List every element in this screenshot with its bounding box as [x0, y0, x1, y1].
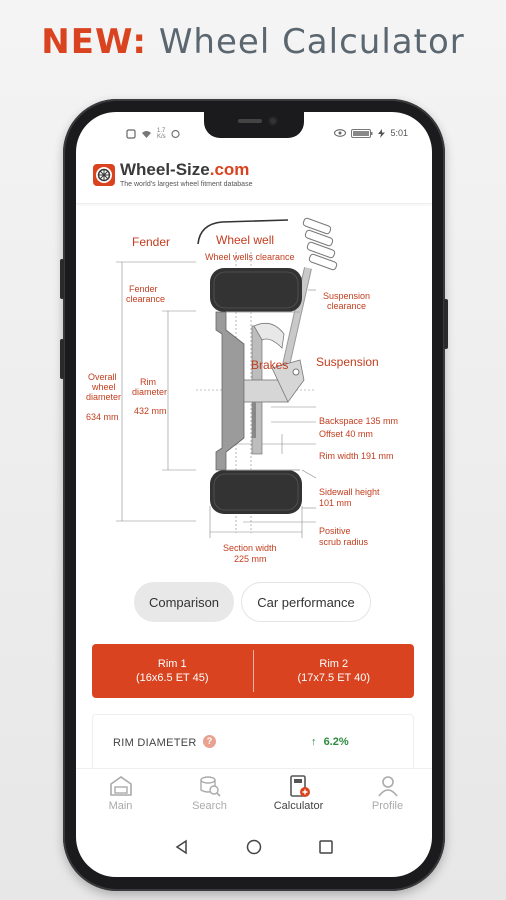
- rim-divider: [252, 650, 254, 692]
- garage-icon: [109, 776, 132, 796]
- logo-text[interactable]: Wheel-Size.com: [120, 160, 250, 179]
- rim-2-spec: (17x7.5 ET 40): [297, 672, 371, 684]
- label-rim-width: Rim width 191 mm: [319, 451, 394, 461]
- comparison-tabs: Comparison Car performance: [76, 582, 432, 622]
- camera: [268, 116, 278, 126]
- eye-icon: [334, 129, 347, 137]
- rim-selector: Rim 1 (16x6.5 ET 45) Rim 2 (17x7.5 ET 40…: [92, 644, 414, 698]
- volume-button: [60, 259, 64, 299]
- rim-1-button[interactable]: Rim 1 (16x6.5 ET 45): [92, 644, 253, 698]
- comparison-value: ↑ 6.2%: [311, 736, 349, 748]
- label-fender: Fender: [132, 235, 170, 249]
- phone-screen: 1.7 K/s 5:01 Wheel-Size.com: [76, 112, 432, 877]
- system-navigation: [76, 824, 432, 870]
- label-fender-clearance-2: clearance: [126, 294, 165, 304]
- volume-button-2: [60, 339, 64, 379]
- power-button: [444, 299, 448, 349]
- promo-title: NEW: Wheel Calculator: [0, 22, 506, 62]
- help-icon[interactable]: ?: [203, 735, 216, 748]
- wheel-logo-icon[interactable]: [92, 162, 116, 188]
- label-rim-diameter-1: Rim: [140, 377, 156, 387]
- status-time: 5:01: [390, 128, 408, 138]
- label-backspace: Backspace 135 mm: [319, 416, 398, 426]
- home-icon[interactable]: [246, 839, 262, 855]
- label-wheel-wells-clearance: Wheel wells clearance: [205, 252, 295, 262]
- charging-icon: [378, 128, 386, 138]
- label-overall-value: 634 mm: [86, 412, 119, 422]
- wheel-fitment-diagram: Fender Wheel well Brakes Suspension Whee…: [86, 217, 398, 564]
- speaker: [238, 119, 262, 123]
- label-offset: Offset 40 mm: [319, 429, 373, 439]
- comparison-label: RIM DIAMETER: [113, 737, 197, 749]
- label-sidewall-1: Sidewall height: [319, 487, 380, 497]
- comparison-row-rim-diameter: RIM DIAMETER ? ↑ 6.2%: [92, 714, 414, 774]
- rim-2-button[interactable]: Rim 2 (17x7.5 ET 40): [254, 644, 415, 698]
- wifi-icon: [142, 130, 151, 138]
- search-icon: [199, 776, 221, 797]
- tab-comparison[interactable]: Comparison: [134, 582, 234, 622]
- profile-icon: [377, 776, 398, 797]
- notch: [204, 112, 304, 138]
- nav-main[interactable]: Main: [76, 769, 165, 824]
- promo-heading: Wheel Calculator: [158, 22, 465, 62]
- label-section-2: 225 mm: [234, 554, 267, 564]
- label-overall-3: diameter: [86, 392, 121, 402]
- label-section-1: Section width: [223, 543, 277, 553]
- logo-tagline: The world's largest wheel fitment databa…: [120, 181, 253, 188]
- battery-icon: [351, 128, 373, 138]
- label-suspension-clearance-2: clearance: [327, 301, 366, 311]
- nav-profile[interactable]: Profile: [343, 769, 432, 824]
- label-rim-diameter-2: diameter: [132, 387, 167, 397]
- app-header: Wheel-Size.com The world's largest wheel…: [76, 154, 432, 204]
- notification-icon: [126, 129, 136, 139]
- status-bar: 1.7 K/s 5:01: [76, 128, 432, 142]
- label-overall-1: Overall: [88, 372, 117, 382]
- sync-icon: [171, 129, 180, 139]
- tab-car-performance[interactable]: Car performance: [241, 582, 371, 622]
- label-fender-clearance-1: Fender: [129, 284, 158, 294]
- back-icon[interactable]: [174, 839, 190, 855]
- label-scrub-1: Positive: [319, 526, 351, 536]
- label-overall-2: wheel: [91, 382, 116, 392]
- rim-2-title: Rim 2: [319, 658, 349, 670]
- phone-frame: 1.7 K/s 5:01 Wheel-Size.com: [60, 99, 448, 891]
- rim-1-spec: (16x6.5 ET 45): [135, 672, 209, 684]
- arrow-up-icon: ↑: [311, 736, 317, 748]
- label-scrub-2: scrub radius: [319, 537, 369, 547]
- nav-search[interactable]: Search: [165, 769, 254, 824]
- recents-icon[interactable]: [318, 839, 334, 855]
- label-suspension: Suspension: [316, 355, 379, 369]
- rim-1-title: Rim 1: [157, 658, 187, 670]
- label-suspension-clearance-1: Suspension: [323, 291, 370, 301]
- label-rim-diameter-value: 432 mm: [134, 406, 167, 416]
- label-sidewall-2: 101 mm: [319, 498, 352, 508]
- label-brakes: Brakes: [251, 358, 288, 372]
- promo-accent: NEW:: [41, 22, 147, 62]
- label-wheel-well: Wheel well: [216, 233, 274, 247]
- nav-calculator[interactable]: Calculator: [254, 769, 343, 824]
- bottom-navigation: Main Search Calculator Profile: [76, 768, 432, 824]
- calculator-icon: [289, 775, 310, 797]
- network-speed: 1.7 K/s: [157, 128, 166, 140]
